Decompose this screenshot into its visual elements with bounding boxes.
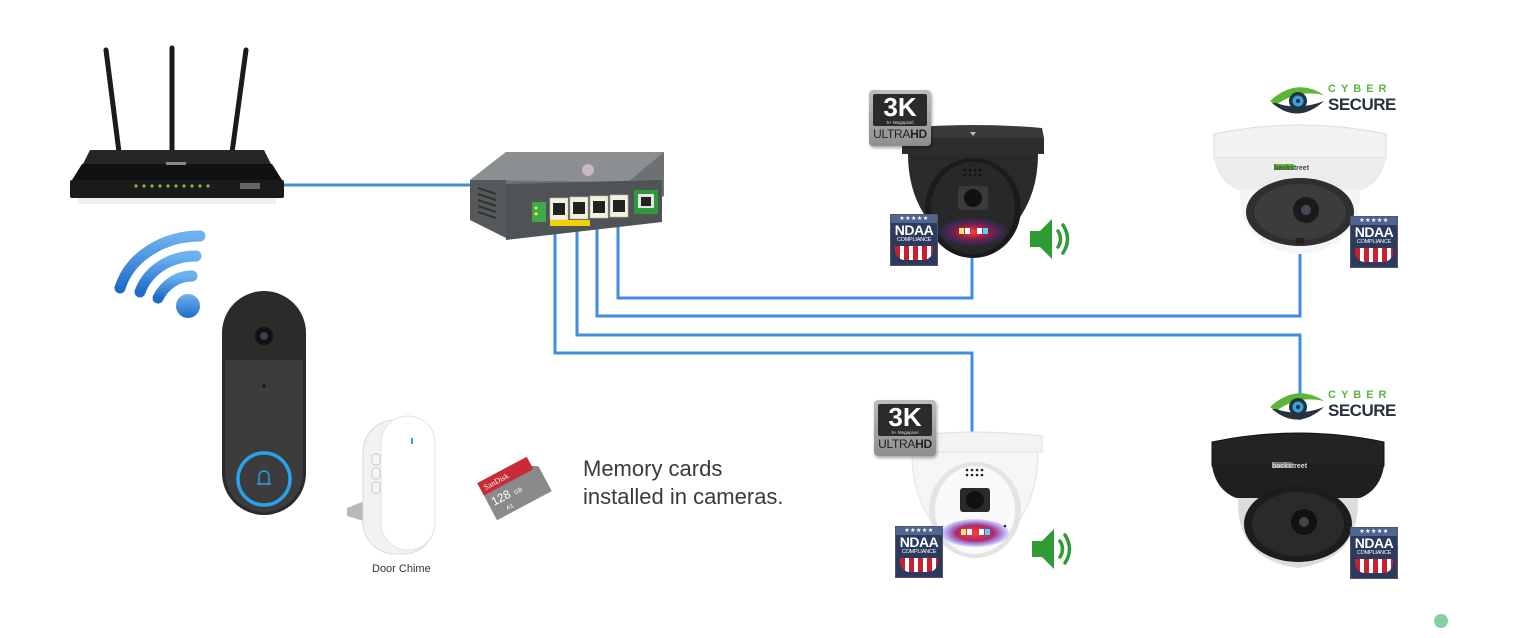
turret-camera-icon <box>907 431 1043 559</box>
dome-brand: backstreet <box>1274 165 1310 172</box>
memory-cards-caption: Memory cards installed in cameras. <box>583 455 784 511</box>
dome-camera-icon: backstreet <box>1213 124 1387 254</box>
secure-word: SECURE <box>1328 95 1396 114</box>
wifi-icon <box>114 230 206 318</box>
badge-megapixel: 5+ Megapixel <box>891 430 919 435</box>
dome-brand: backstreet <box>1272 463 1308 470</box>
speaker-icon <box>1032 529 1072 569</box>
ndaa-compliance-badge: ★★★★★ NDAA COMPLIANCE <box>1350 527 1398 579</box>
ndaa-compliance-badge: ★★★★★ NDAA COMPLIANCE <box>1350 216 1398 268</box>
ndaa-title: NDAA <box>894 222 934 238</box>
turret-camera-black <box>898 124 1048 258</box>
badge-ultra: ULTRA <box>873 127 911 141</box>
card-unit: GB <box>513 487 523 496</box>
cyber-secure-eye-icon <box>1270 87 1324 114</box>
ndaa-title: NDAA <box>1354 224 1394 240</box>
ndaa-compliance-badge: ★★★★★ NDAA COMPLIANCE <box>890 214 938 266</box>
cyber-secure-logo: CYBER SECURE <box>1268 387 1398 425</box>
turret-camera-white <box>904 430 1046 560</box>
3k-ultrahd-badge: 3K 5+ Megapixel ULTRAHD <box>874 400 936 456</box>
door-chime-caption: Door Chime <box>372 563 431 575</box>
cable-switch-port4-to-top-turret <box>616 222 974 300</box>
memory-card-icon: SanDisk 128 GB A1 <box>477 456 552 521</box>
speaker <box>1030 527 1072 571</box>
router-icon <box>70 45 284 204</box>
cyber-secure-logo: CYBER SECURE <box>1268 81 1398 119</box>
status-dot <box>1434 614 1448 628</box>
secure-word: SECURE <box>1328 401 1396 420</box>
ndaa-stripes <box>1355 248 1393 262</box>
cyber-secure-eye-icon <box>1270 393 1324 420</box>
ndaa-title: NDAA <box>1354 535 1394 551</box>
cable-switch-port2-to-bottom-dome <box>575 222 1302 420</box>
speaker <box>1028 217 1070 261</box>
badge-ultra: ULTRA <box>878 437 916 451</box>
badge-resolution: 3K <box>888 402 922 432</box>
memory-caption-line1: Memory cards <box>583 456 723 481</box>
badge-hd: HD <box>915 437 932 451</box>
cable-switch-port3-to-top-dome <box>595 222 1302 318</box>
dome-camera-black: backstreet <box>1210 428 1386 570</box>
cable-switch-port1-to-bottom-turret <box>553 222 974 432</box>
ndaa-title: NDAA <box>899 534 939 550</box>
badge-hd: HD <box>910 127 927 141</box>
ndaa-stars: ★★★★★ <box>896 527 942 535</box>
speaker-icon <box>1030 219 1070 259</box>
cyber-word: CYBER <box>1328 83 1392 95</box>
wifi-signal <box>112 228 212 320</box>
ndaa-subtitle: COMPLIANCE <box>896 237 932 243</box>
poe-switch <box>466 150 666 246</box>
doorbell-icon <box>222 291 306 515</box>
turret-camera-icon <box>902 125 1044 258</box>
ndaa-stars: ★★★★★ <box>1351 528 1397 536</box>
card-class: A1 <box>506 503 516 512</box>
ndaa-subtitle: COMPLIANCE <box>1356 550 1392 556</box>
ndaa-subtitle: COMPLIANCE <box>1356 239 1392 245</box>
ndaa-stripes <box>895 246 933 260</box>
memory-card: SanDisk 128 GB A1 <box>474 446 554 522</box>
router <box>68 42 286 208</box>
memory-caption-line2: installed in cameras. <box>583 484 784 509</box>
badge-resolution: 3K <box>883 92 917 122</box>
ndaa-stripes <box>1355 559 1393 573</box>
switch-icon <box>470 152 664 240</box>
3k-ultrahd-badge: 3K 5+ Megapixel ULTRAHD <box>869 90 931 146</box>
badge-megapixel: 5+ Megapixel <box>886 120 914 125</box>
chime-icon <box>347 415 436 555</box>
door-chime <box>345 412 437 556</box>
ndaa-subtitle: COMPLIANCE <box>901 549 937 555</box>
ndaa-stripes <box>900 558 938 572</box>
video-doorbell <box>221 290 307 516</box>
cyber-word: CYBER <box>1328 389 1392 401</box>
dome-camera-white: backstreet <box>1212 120 1388 256</box>
ndaa-stars: ★★★★★ <box>1351 217 1397 225</box>
ndaa-stars: ★★★★★ <box>891 215 937 223</box>
ndaa-compliance-badge: ★★★★★ NDAA COMPLIANCE <box>895 526 943 578</box>
dome-camera-icon: backstreet <box>1211 432 1385 568</box>
